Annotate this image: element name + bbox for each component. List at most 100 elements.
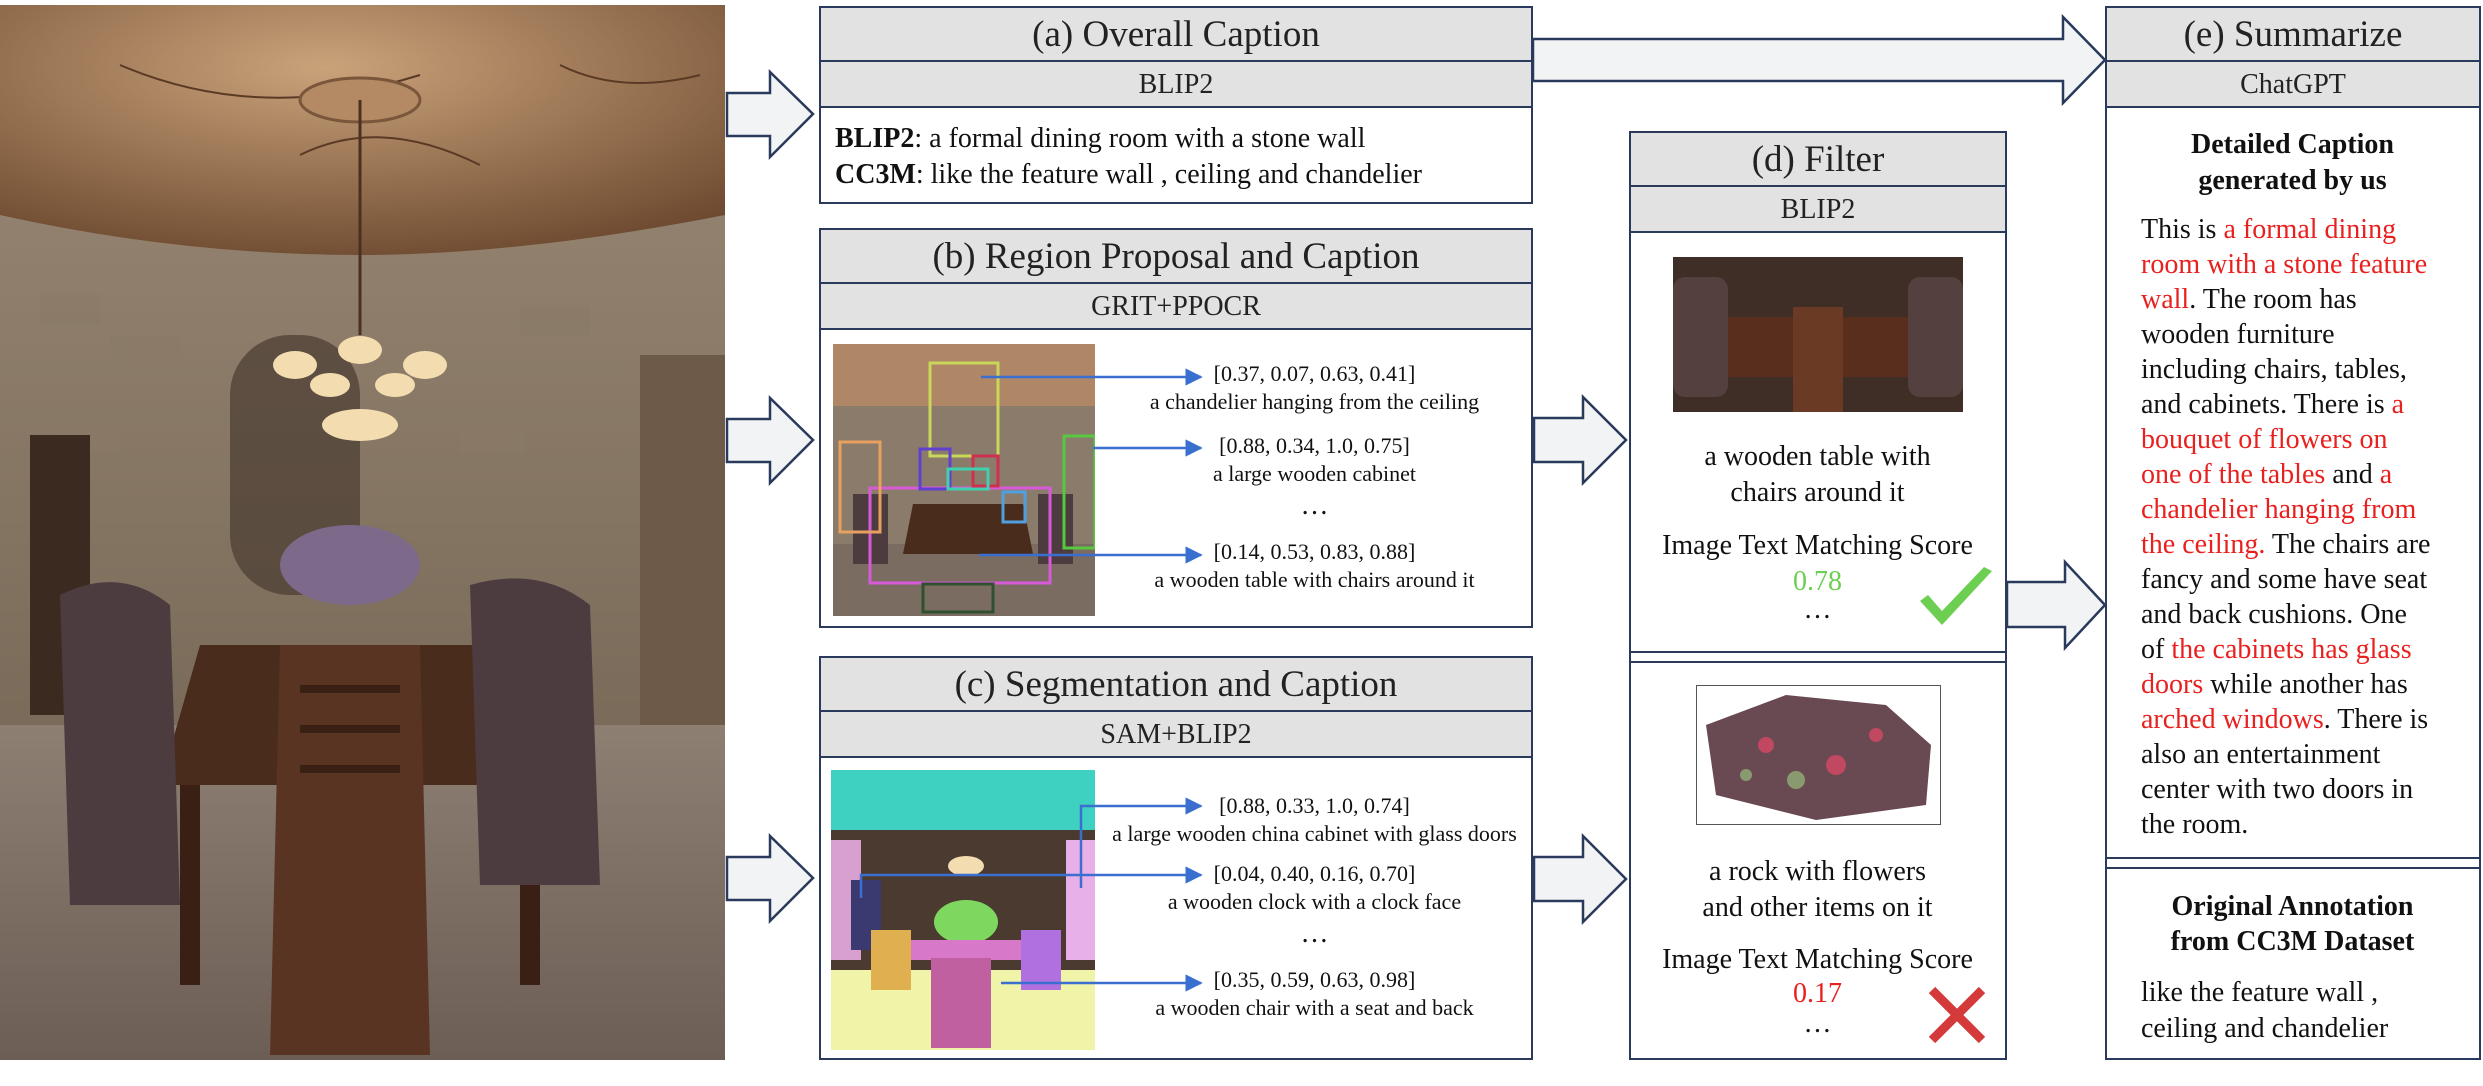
filter-bad-score: 0.17 — [1793, 978, 1842, 1009]
filter-good-score: 0.78 — [1793, 566, 1842, 597]
summary-line: arched windows. There is — [2141, 702, 2481, 737]
summary-text: fancy and some have seat — [2141, 564, 2428, 595]
summary-highlight: doors — [2141, 669, 2204, 700]
region-proposal-panel: (b) Region Proposal and Caption GRIT+PPO… — [819, 228, 1533, 628]
summarize-panel: (e) Summarize ChatGPT Detailed Caption g… — [2105, 6, 2481, 1060]
overall-blip2-line: BLIP2: a formal dining room with a stone… — [835, 120, 1365, 158]
summarize-title: (e) Summarize — [2107, 8, 2479, 62]
summary-text: . The room has — [2189, 284, 2357, 315]
summary-text: while another has — [2203, 669, 2408, 700]
check-icon — [1920, 567, 1992, 625]
connector-china-cabinet — [1079, 797, 1203, 888]
summary-highlight: arched windows — [2141, 704, 2324, 735]
filter-arrows — [1533, 393, 1628, 926]
blip2-label: BLIP2 — [835, 123, 915, 154]
summarize-model: ChatGPT — [2107, 62, 2479, 108]
summary-line: doors while another has — [2141, 667, 2481, 702]
summary-line: fancy and some have seat — [2141, 562, 2481, 597]
arrow-to-region — [725, 395, 815, 487]
dining-room-photo — [0, 5, 725, 1060]
summary-text: . There is — [2323, 704, 2429, 735]
filter-good-caption-2: chairs around it — [1730, 477, 1905, 508]
overall-caption-title: (a) Overall Caption — [821, 8, 1531, 62]
summary-highlight: room with a stone feature — [2141, 249, 2428, 280]
region-caption-3: a wooden table with chairs around it — [1154, 567, 1475, 592]
summary-line: the room. — [2141, 807, 2481, 842]
filter-bad-score-label: Image Text Matching Score — [1662, 944, 1973, 975]
arrow-segment-to-filter — [1533, 832, 1628, 926]
summary-line: also an entertainment — [2141, 737, 2481, 772]
summarize-divider — [2107, 857, 2479, 869]
bbox-floor — [921, 582, 995, 614]
filter-divider — [1631, 651, 2005, 663]
summary-text: of — [2141, 634, 2172, 665]
region-proposal-model: GRIT+PPOCR — [821, 284, 1531, 330]
summary-line: wooden furniture — [2141, 317, 2481, 352]
detailed-heading-2: generated by us — [2198, 165, 2387, 196]
segment-ellipsis: … — [1300, 918, 1329, 949]
filter-good-ellipsis: … — [1803, 594, 1832, 625]
blip2-caption: : a formal dining room with a stone wall — [914, 123, 1366, 154]
bbox-center — [946, 467, 990, 491]
filter-bad-caption-1: a rock with flowers — [1709, 856, 1926, 887]
summary-line: of the cabinets has glass — [2141, 632, 2481, 667]
summary-text: and — [2325, 459, 2380, 490]
detailed-heading-1: Detailed Caption — [2191, 129, 2394, 160]
summary-highlight: the cabinets has glass — [2171, 634, 2412, 665]
segment-caption-3: a wooden chair with a seat and back — [1155, 995, 1474, 1020]
summary-highlight: bouquet of flowers on — [2141, 424, 2388, 455]
segment-bbox-3: [0.35, 0.59, 0.63, 0.98] — [1213, 967, 1416, 992]
summary-line: the ceiling. The chairs are — [2141, 527, 2481, 562]
summary-line: and back cushions. One — [2141, 597, 2481, 632]
summarize-arrows — [1531, 13, 2107, 652]
summary-text: center with two doors in — [2141, 774, 2414, 805]
summary-highlight: chandelier hanging from — [2141, 494, 2417, 525]
original-heading-2: from CC3M Dataset — [2170, 926, 2415, 957]
summary-text: and back cushions. One — [2141, 599, 2407, 630]
input-arrows — [725, 69, 815, 925]
segmentation-panel: (c) Segmentation and Caption SAM+BLIP2 [… — [819, 656, 1533, 1060]
filter-good-caption-1: a wooden table with — [1704, 441, 1931, 472]
bbox-vase — [971, 454, 1000, 488]
filter-bad-caption-2: and other items on it — [1702, 892, 1933, 923]
region-proposal-title: (b) Region Proposal and Caption — [821, 230, 1531, 284]
summary-line: room with a stone feature — [2141, 247, 2481, 282]
region-bbox-2: [0.88, 0.34, 1.0, 0.75] — [1219, 433, 1410, 458]
summary-line: and cabinets. There is a — [2141, 387, 2481, 422]
segmentation-title: (c) Segmentation and Caption — [821, 658, 1531, 712]
summary-line: including chairs, tables, — [2141, 352, 2481, 387]
filter-model: BLIP2 — [1631, 187, 2005, 233]
arrow-to-overall — [725, 69, 815, 161]
summary-text: also an entertainment — [2141, 739, 2381, 770]
overall-caption-panel: (a) Overall Caption BLIP2 BLIP2: a forma… — [819, 6, 1533, 204]
cc3m-caption: : like the feature wall , ceiling and ch… — [915, 159, 1422, 190]
arrow-to-segment — [725, 833, 815, 925]
region-bbox-3: [0.14, 0.53, 0.83, 0.88] — [1213, 539, 1416, 564]
filter-good-score-label: Image Text Matching Score — [1662, 530, 1973, 561]
bbox-chandelier — [928, 361, 1000, 458]
summary-text: This is — [2141, 214, 2224, 245]
arrow-filter-to-summarize — [2005, 558, 2107, 652]
overall-caption-model: BLIP2 — [821, 62, 1531, 108]
summary-highlight: a formal dining — [2223, 214, 2397, 245]
region-caption-2: a large wooden cabinet — [1212, 461, 1416, 486]
original-annotation-2: ceiling and chandelier — [2141, 1013, 2389, 1044]
original-annotation-1: like the feature wall , — [2141, 977, 2379, 1008]
summary-line: chandelier hanging from — [2141, 492, 2481, 527]
summary-highlight: one of the tables — [2141, 459, 2326, 490]
cross-icon — [1928, 986, 1986, 1044]
region-bbox-1: [0.37, 0.07, 0.63, 0.41] — [1213, 361, 1416, 386]
segmentation-connectors — [859, 797, 1203, 992]
summary-text: wooden furniture — [2141, 319, 2335, 350]
summary-line: center with two doors in — [2141, 772, 2481, 807]
cc3m-label: CC3M — [835, 159, 916, 190]
summary-text: and cabinets. There is — [2141, 389, 2392, 420]
summary-highlight: a — [2391, 389, 2405, 420]
summary-highlight: a — [2379, 459, 2393, 490]
segmentation-model: SAM+BLIP2 — [821, 712, 1531, 758]
region-ellipsis: … — [1300, 490, 1329, 521]
region-thumbnail — [833, 344, 1095, 616]
arrow-overall-to-summarize — [1531, 13, 2107, 107]
filter-good-image — [1673, 257, 1963, 412]
filter-bad-image — [1696, 685, 1941, 825]
